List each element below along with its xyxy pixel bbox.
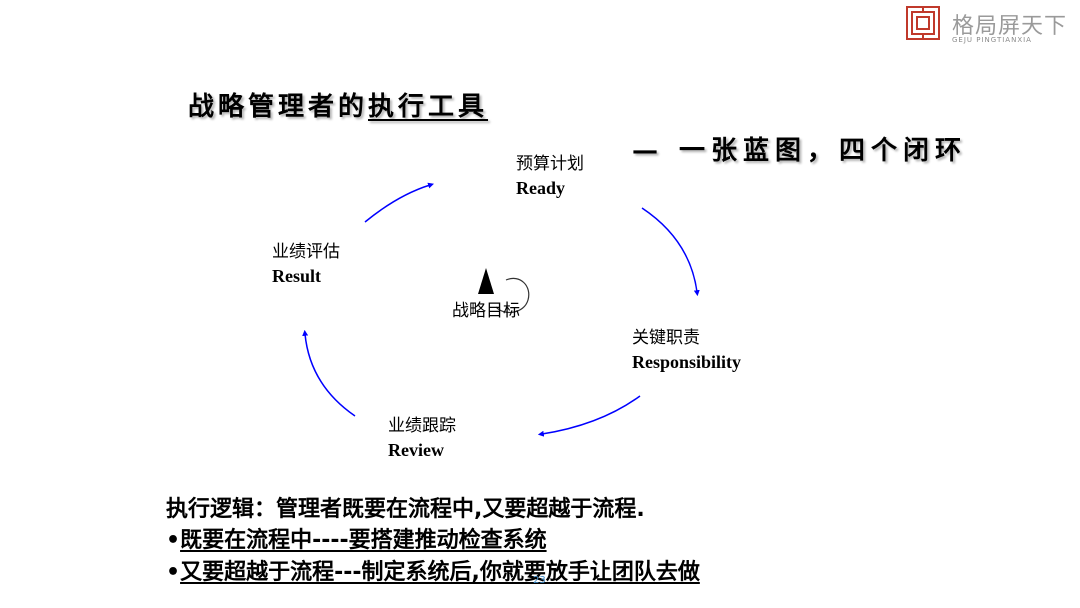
bullet: • (166, 560, 181, 585)
bottom-line-1: 执行逻辑：管理者既要在流程中,又要超越于流程. (166, 497, 645, 522)
node-result-en: Result (272, 266, 321, 286)
arrow-result-to-ready (364, 182, 435, 223)
node-ready-zh: 预算计划 (516, 154, 584, 174)
bottom-line-3: •又要超越于流程---制定系统后,你就要放手让团队去做 (166, 554, 700, 586)
node-ready: 预算计划 Ready (516, 152, 584, 200)
node-result: 业绩评估 Result (272, 240, 340, 288)
node-review: 业绩跟踪 Review (388, 414, 456, 462)
bullet: • (166, 528, 181, 553)
node-ready-en: Ready (516, 178, 565, 198)
bottom-line-2: •既要在流程中----要搭建推动检查系统 (166, 522, 547, 554)
page-number: 23 (533, 575, 546, 586)
arrow-review-to-result (302, 329, 356, 417)
logo-seal-icon (906, 6, 940, 40)
node-responsibility-en: Responsibility (632, 352, 742, 372)
node-responsibility: 关键职责 Responsibility (632, 326, 741, 374)
node-review-zh: 业绩跟踪 (388, 416, 456, 436)
bottom-line-2-text: 既要在流程中----要搭建推动检查系统 (180, 528, 547, 553)
arrow-responsibility-to-review (537, 395, 641, 437)
title-part2: 执行工具 (368, 92, 489, 122)
node-result-zh: 业绩评估 (272, 242, 340, 262)
arrow-ready-to-responsibility (641, 207, 700, 297)
node-responsibility-zh: 关键职责 (632, 328, 700, 348)
node-review-en: Review (388, 440, 444, 460)
center-loop-arc (495, 277, 530, 314)
page-title: 战略管理者的执行工具 (188, 86, 488, 123)
brand-logo: 格局屏天下 GEJU PINGTIANXIA (906, 6, 1076, 46)
bottom-line-3-text: 又要超越于流程---制定系统后,你就要放手让团队去做 (180, 560, 700, 585)
page-subtitle: — 一张蓝图，四个闭环 (632, 136, 968, 166)
logo-title: 格局屏天下 (952, 14, 1068, 39)
title-part1: 战略管理者的 (188, 92, 369, 122)
center-up-arrow-icon (478, 268, 494, 294)
logo-subtitle: GEJU PINGTIANXIA (952, 36, 1032, 44)
center-label: 战略目标 (452, 301, 520, 321)
